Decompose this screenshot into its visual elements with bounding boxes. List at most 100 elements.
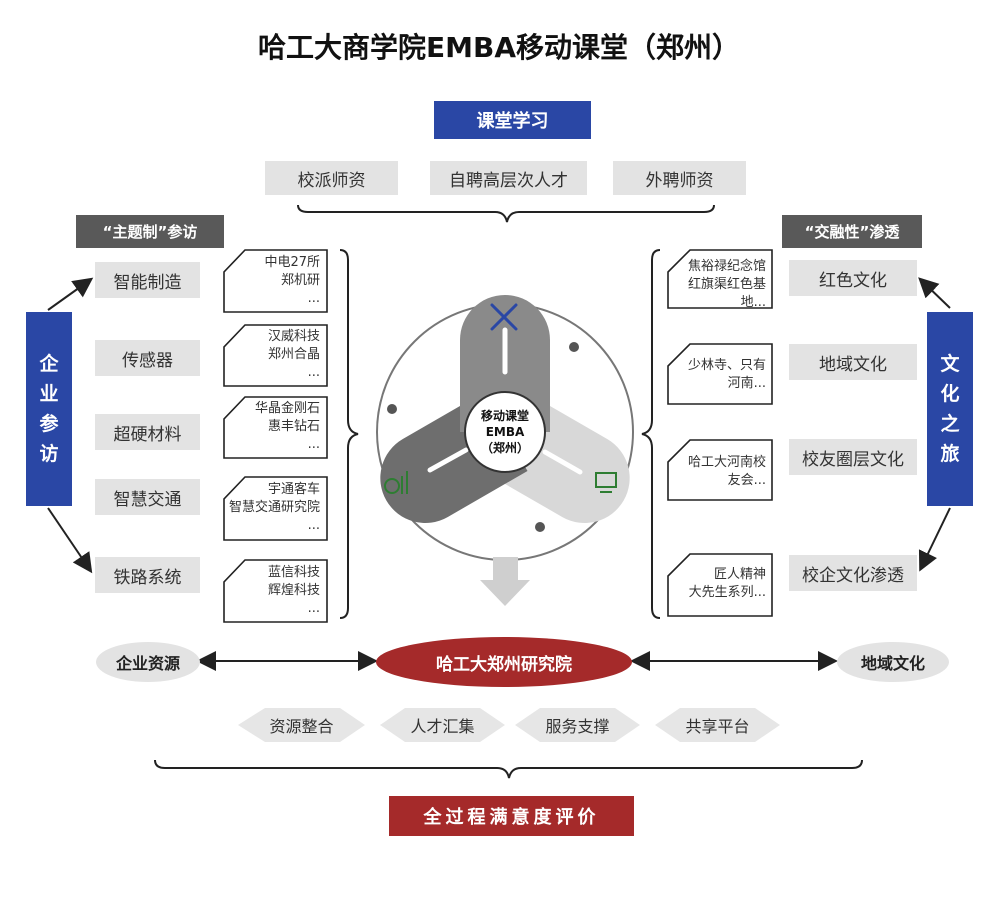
right-item-2: 校友圈层文化: [789, 439, 917, 475]
note-line: 友会...: [727, 473, 766, 488]
note-line: 华晶金刚石: [254, 401, 320, 416]
center-line: 移动课堂: [480, 409, 529, 423]
arrow-to-smart-manufacturing: [47, 277, 94, 311]
right-brace: [641, 249, 661, 619]
note-line: 辉煌科技: [267, 583, 320, 598]
right-note-frame-2: [667, 439, 773, 501]
left-note-frame-3: [223, 476, 328, 541]
note-line: 蓝信科技: [267, 565, 320, 580]
center-label: 移动课堂 EMBA （郑州）: [465, 408, 545, 460]
presentation-icon: [595, 472, 617, 493]
tools-icon: [490, 303, 518, 331]
note-line: 河南...: [727, 376, 766, 391]
top-item-0: 校派师资: [265, 161, 398, 195]
note-line: 哈工大河南校: [687, 455, 766, 470]
right-note-3: 匠人精神 大先生系列...: [672, 566, 772, 606]
left-header: “主题制”参访: [76, 215, 224, 248]
left-item-3: 智慧交通: [95, 479, 200, 515]
regional-culture-ellipse: 地域文化: [837, 642, 949, 682]
diamond-shape: [380, 708, 505, 742]
note-line: 少林寺、只有: [687, 358, 766, 373]
hit-zhengzhou-institute-ellipse: 哈工大郑州研究院: [376, 637, 632, 687]
right-note-0: 焦裕禄纪念馆 红旗渠红色基地...: [672, 258, 772, 310]
vertical-char: 参: [39, 413, 59, 435]
left-note-frame-2: [223, 396, 328, 459]
diamond-shape: [515, 708, 640, 742]
right-note-frame-0: [667, 249, 773, 309]
vertical-char: 化: [940, 383, 960, 405]
vertical-char: 访: [39, 443, 59, 465]
diamond-shape: [238, 708, 365, 742]
note-line: 智慧交通研究院: [228, 500, 320, 515]
note-line: 焦裕禄纪念馆: [687, 259, 766, 274]
top-item-1: 自聘高层次人才: [430, 161, 587, 195]
diamond-shape: [655, 708, 780, 742]
ring-dot: [387, 404, 397, 414]
left-note-frame-4: [223, 559, 328, 623]
page-title: 哈工大商学院EMBA移动课堂（郑州）: [257, 31, 740, 64]
right-item-1: 地域文化: [789, 344, 917, 380]
arrow-to-school-enterprise: [918, 507, 951, 572]
note-line: ...: [307, 437, 320, 452]
left-brace: [339, 249, 359, 619]
diamond-resource-integration: 资源整合: [269, 717, 334, 736]
arrow-from-red-culture: [918, 277, 951, 309]
note-line: 惠丰钻石: [267, 419, 320, 434]
right-note-frame-1: [667, 343, 773, 405]
left-note-frame-1: [223, 324, 328, 387]
note-line: 郑机研: [280, 273, 320, 288]
left-note-4: 蓝信科技 辉煌科技 ...: [232, 564, 326, 620]
satisfaction-evaluation-footer: 全过程满意度评价: [389, 796, 634, 836]
note-line: 匠人精神: [713, 567, 766, 582]
bottom-brace: [154, 759, 863, 779]
note-line: 大先生系列...: [688, 585, 766, 600]
ring-dot: [535, 522, 545, 532]
note-line: ...: [307, 291, 320, 306]
classroom-learning-header: 课堂学习: [434, 101, 591, 139]
vertical-char: 之: [940, 413, 960, 435]
left-note-3: 宇通客车 智慧交通研究院 ...: [225, 481, 326, 537]
left-note-2: 华晶金刚石 惠丰钻石 ...: [232, 400, 326, 456]
growth-icon: [384, 471, 408, 494]
left-item-1: 传感器: [95, 340, 200, 376]
vertical-char: 企: [39, 353, 59, 375]
down-arrow-icon: [480, 557, 530, 606]
right-item-0: 红色文化: [789, 260, 917, 296]
center-trefoil: [376, 295, 634, 561]
vertical-char: 旅: [940, 443, 960, 465]
diamond-shared-platform: 共享平台: [685, 717, 750, 736]
vertical-char: 业: [39, 383, 59, 405]
right-note-frame-3: [667, 553, 773, 617]
note-line: 郑州合晶: [267, 347, 320, 362]
ring-dot: [569, 342, 579, 352]
note-line: 汉威科技: [267, 329, 320, 344]
left-item-0: 智能制造: [95, 262, 200, 298]
note-line: 中电27所: [264, 255, 320, 270]
culture-tour-label: 文 化 之 旅: [927, 312, 973, 506]
arrow-to-railway: [47, 507, 93, 574]
note-line: 宇通客车: [267, 482, 320, 497]
right-item-3: 校企文化渗透: [789, 555, 917, 591]
enterprise-resources-ellipse: 企业资源: [96, 642, 200, 682]
center-line: （郑州）: [480, 441, 529, 455]
right-header: “交融性”渗透: [782, 215, 922, 248]
note-line: ...: [307, 365, 320, 380]
note-line: ...: [307, 601, 320, 616]
left-item-4: 铁路系统: [95, 557, 200, 593]
left-note-frame-0: [223, 249, 328, 313]
top-brace: [297, 204, 715, 223]
enterprise-visit-label: 企 业 参 访: [26, 312, 72, 506]
note-line: 红旗渠红色基地...: [687, 277, 766, 310]
diamond-service-support: 服务支撑: [545, 717, 610, 736]
vertical-char: 文: [940, 353, 960, 375]
diamond-talent-gathering: 人才汇集: [410, 717, 475, 736]
top-item-2: 外聘师资: [613, 161, 746, 195]
left-item-2: 超硬材料: [95, 414, 200, 450]
note-line: ...: [307, 518, 320, 533]
left-note-0: 中电27所 郑机研 ...: [232, 254, 326, 310]
right-note-1: 少林寺、只有 河南...: [672, 357, 772, 397]
right-note-2: 哈工大河南校 友会...: [672, 454, 772, 494]
center-line: EMBA: [485, 425, 525, 439]
left-note-1: 汉威科技 郑州合晶 ...: [232, 328, 326, 384]
